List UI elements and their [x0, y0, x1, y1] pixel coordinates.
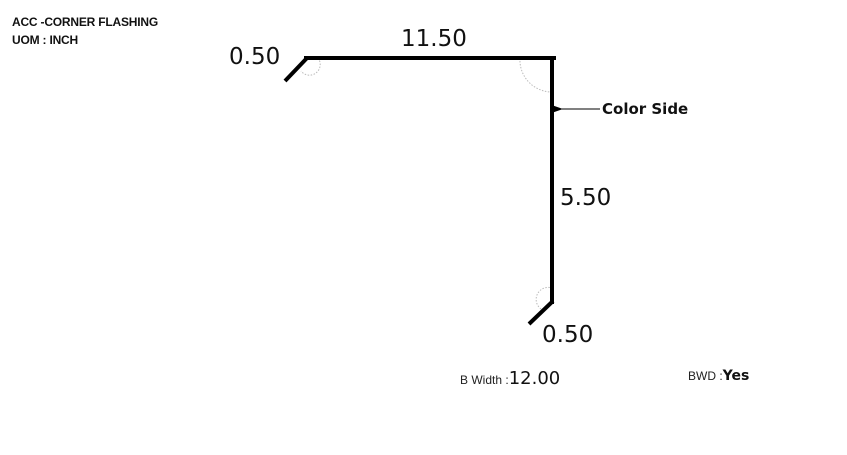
b-width-separator: :	[502, 373, 509, 387]
dimension-top-segment: 11.50	[401, 26, 467, 52]
bend-arc-bottom-hem	[535, 286, 553, 310]
segment-left-hem	[283, 56, 309, 83]
segment-bottom-hem	[527, 299, 555, 326]
bwd-label: BWD	[688, 369, 716, 383]
dimension-bottom-hem: 0.50	[542, 322, 593, 348]
unit-of-measure: UOM : INCH	[12, 33, 78, 47]
bend-arc-top-corner	[519, 57, 553, 93]
bend-arc-left-hem	[300, 57, 321, 76]
color-side-label: Color Side	[602, 100, 688, 118]
b-width-label: B Width	[460, 373, 503, 387]
dimension-left-hem: 0.50	[229, 44, 280, 70]
drawing-header: ACC -CORNER FLASHING UOM : INCH	[12, 13, 158, 49]
bwd-value: Yes	[722, 368, 750, 384]
part-title: ACC -CORNER FLASHING	[12, 15, 158, 29]
b-width-field: B Width : 12.00	[460, 368, 560, 389]
bwd-field: BWD : Yes	[688, 368, 749, 384]
bwd-separator: :	[716, 369, 723, 383]
dimension-vertical-segment: 5.50	[560, 185, 611, 211]
b-width-value: 12.00	[508, 368, 561, 389]
